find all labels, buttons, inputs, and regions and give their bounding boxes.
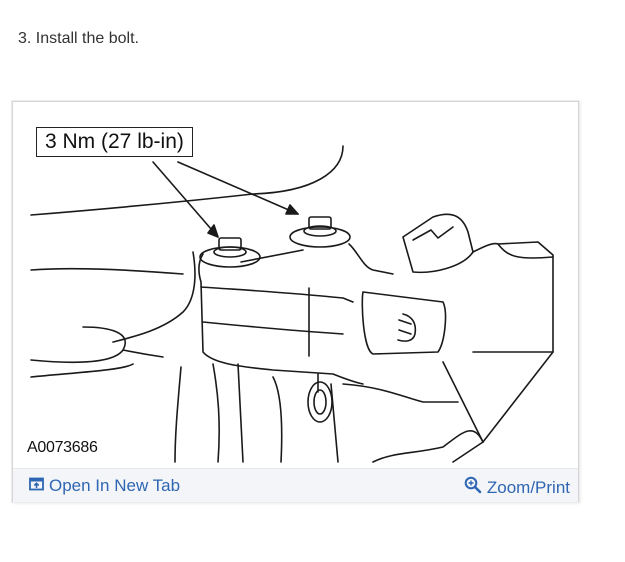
step-instruction: 3. Install the bolt.: [18, 30, 139, 47]
diagram-image[interactable]: 3 Nm (27 lb-in) A0073686: [13, 102, 578, 468]
open-new-tab-link[interactable]: Open In New Tab: [29, 476, 180, 496]
figure-container: 3 Nm (27 lb-in) A0073686 Open In New Tab…: [12, 101, 579, 502]
figure-id: A0073686: [27, 439, 98, 456]
zoom-print-link[interactable]: Zoom/Print: [464, 476, 570, 499]
torque-callout: 3 Nm (27 lb-in): [36, 127, 193, 157]
zoom-print-label: Zoom/Print: [486, 477, 570, 497]
open-new-tab-icon: [29, 476, 44, 496]
open-new-tab-label: Open In New Tab: [49, 476, 181, 495]
line-drawing: [30, 145, 554, 463]
figure-action-bar: Open In New Tab Zoom/Print: [13, 468, 578, 502]
zoom-in-icon: [464, 476, 482, 499]
